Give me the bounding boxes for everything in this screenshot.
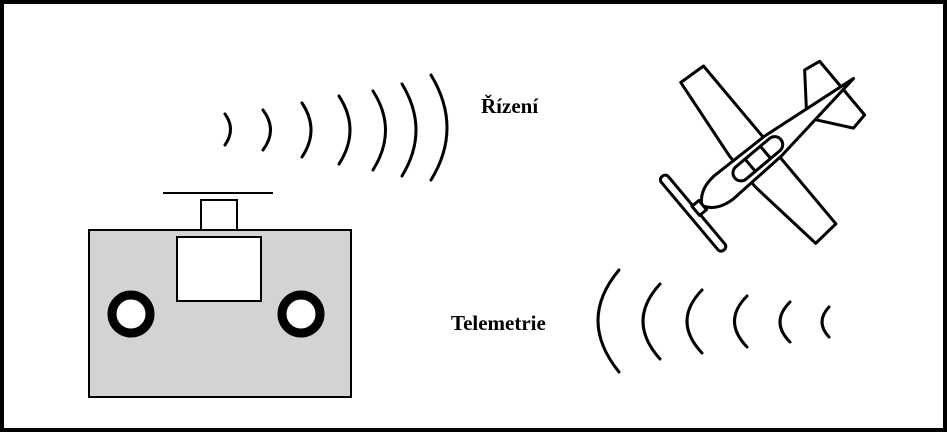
- telemetry-waves: [596, 268, 831, 374]
- rc-transmitter-icon: [88, 192, 352, 398]
- control-label: Řízení: [481, 94, 539, 118]
- transmitter-antenna-mount: [200, 199, 238, 231]
- telemetry-wave-3: [685, 288, 704, 355]
- airplane-canopy: [731, 135, 785, 183]
- airplane-canopy-frame-2: [759, 145, 772, 160]
- telemetry-label: Telemetrie: [451, 311, 546, 335]
- control-wave-6: [400, 82, 418, 178]
- telemetry-wave-6: [820, 305, 831, 339]
- control-wave-5: [371, 89, 387, 172]
- telemetry-wave-1: [596, 268, 621, 374]
- telemetry-wave-5: [778, 300, 792, 344]
- left-stick: [107, 290, 155, 338]
- control-wave-3: [300, 101, 313, 159]
- airplane-spinner: [690, 198, 709, 217]
- control-wave-1: [223, 112, 232, 147]
- right-stick: [277, 290, 325, 338]
- airplane-canopy-frame-1: [743, 158, 757, 173]
- control-wave-4: [337, 94, 352, 166]
- control-wave-7: [429, 73, 449, 182]
- telemetry-wave-4: [733, 294, 749, 349]
- control-waves: [223, 73, 449, 182]
- transmitter-display: [176, 236, 262, 302]
- airplane-icon: [658, 59, 867, 253]
- telemetry-wave-2: [641, 282, 662, 361]
- control-wave-2: [261, 108, 272, 152]
